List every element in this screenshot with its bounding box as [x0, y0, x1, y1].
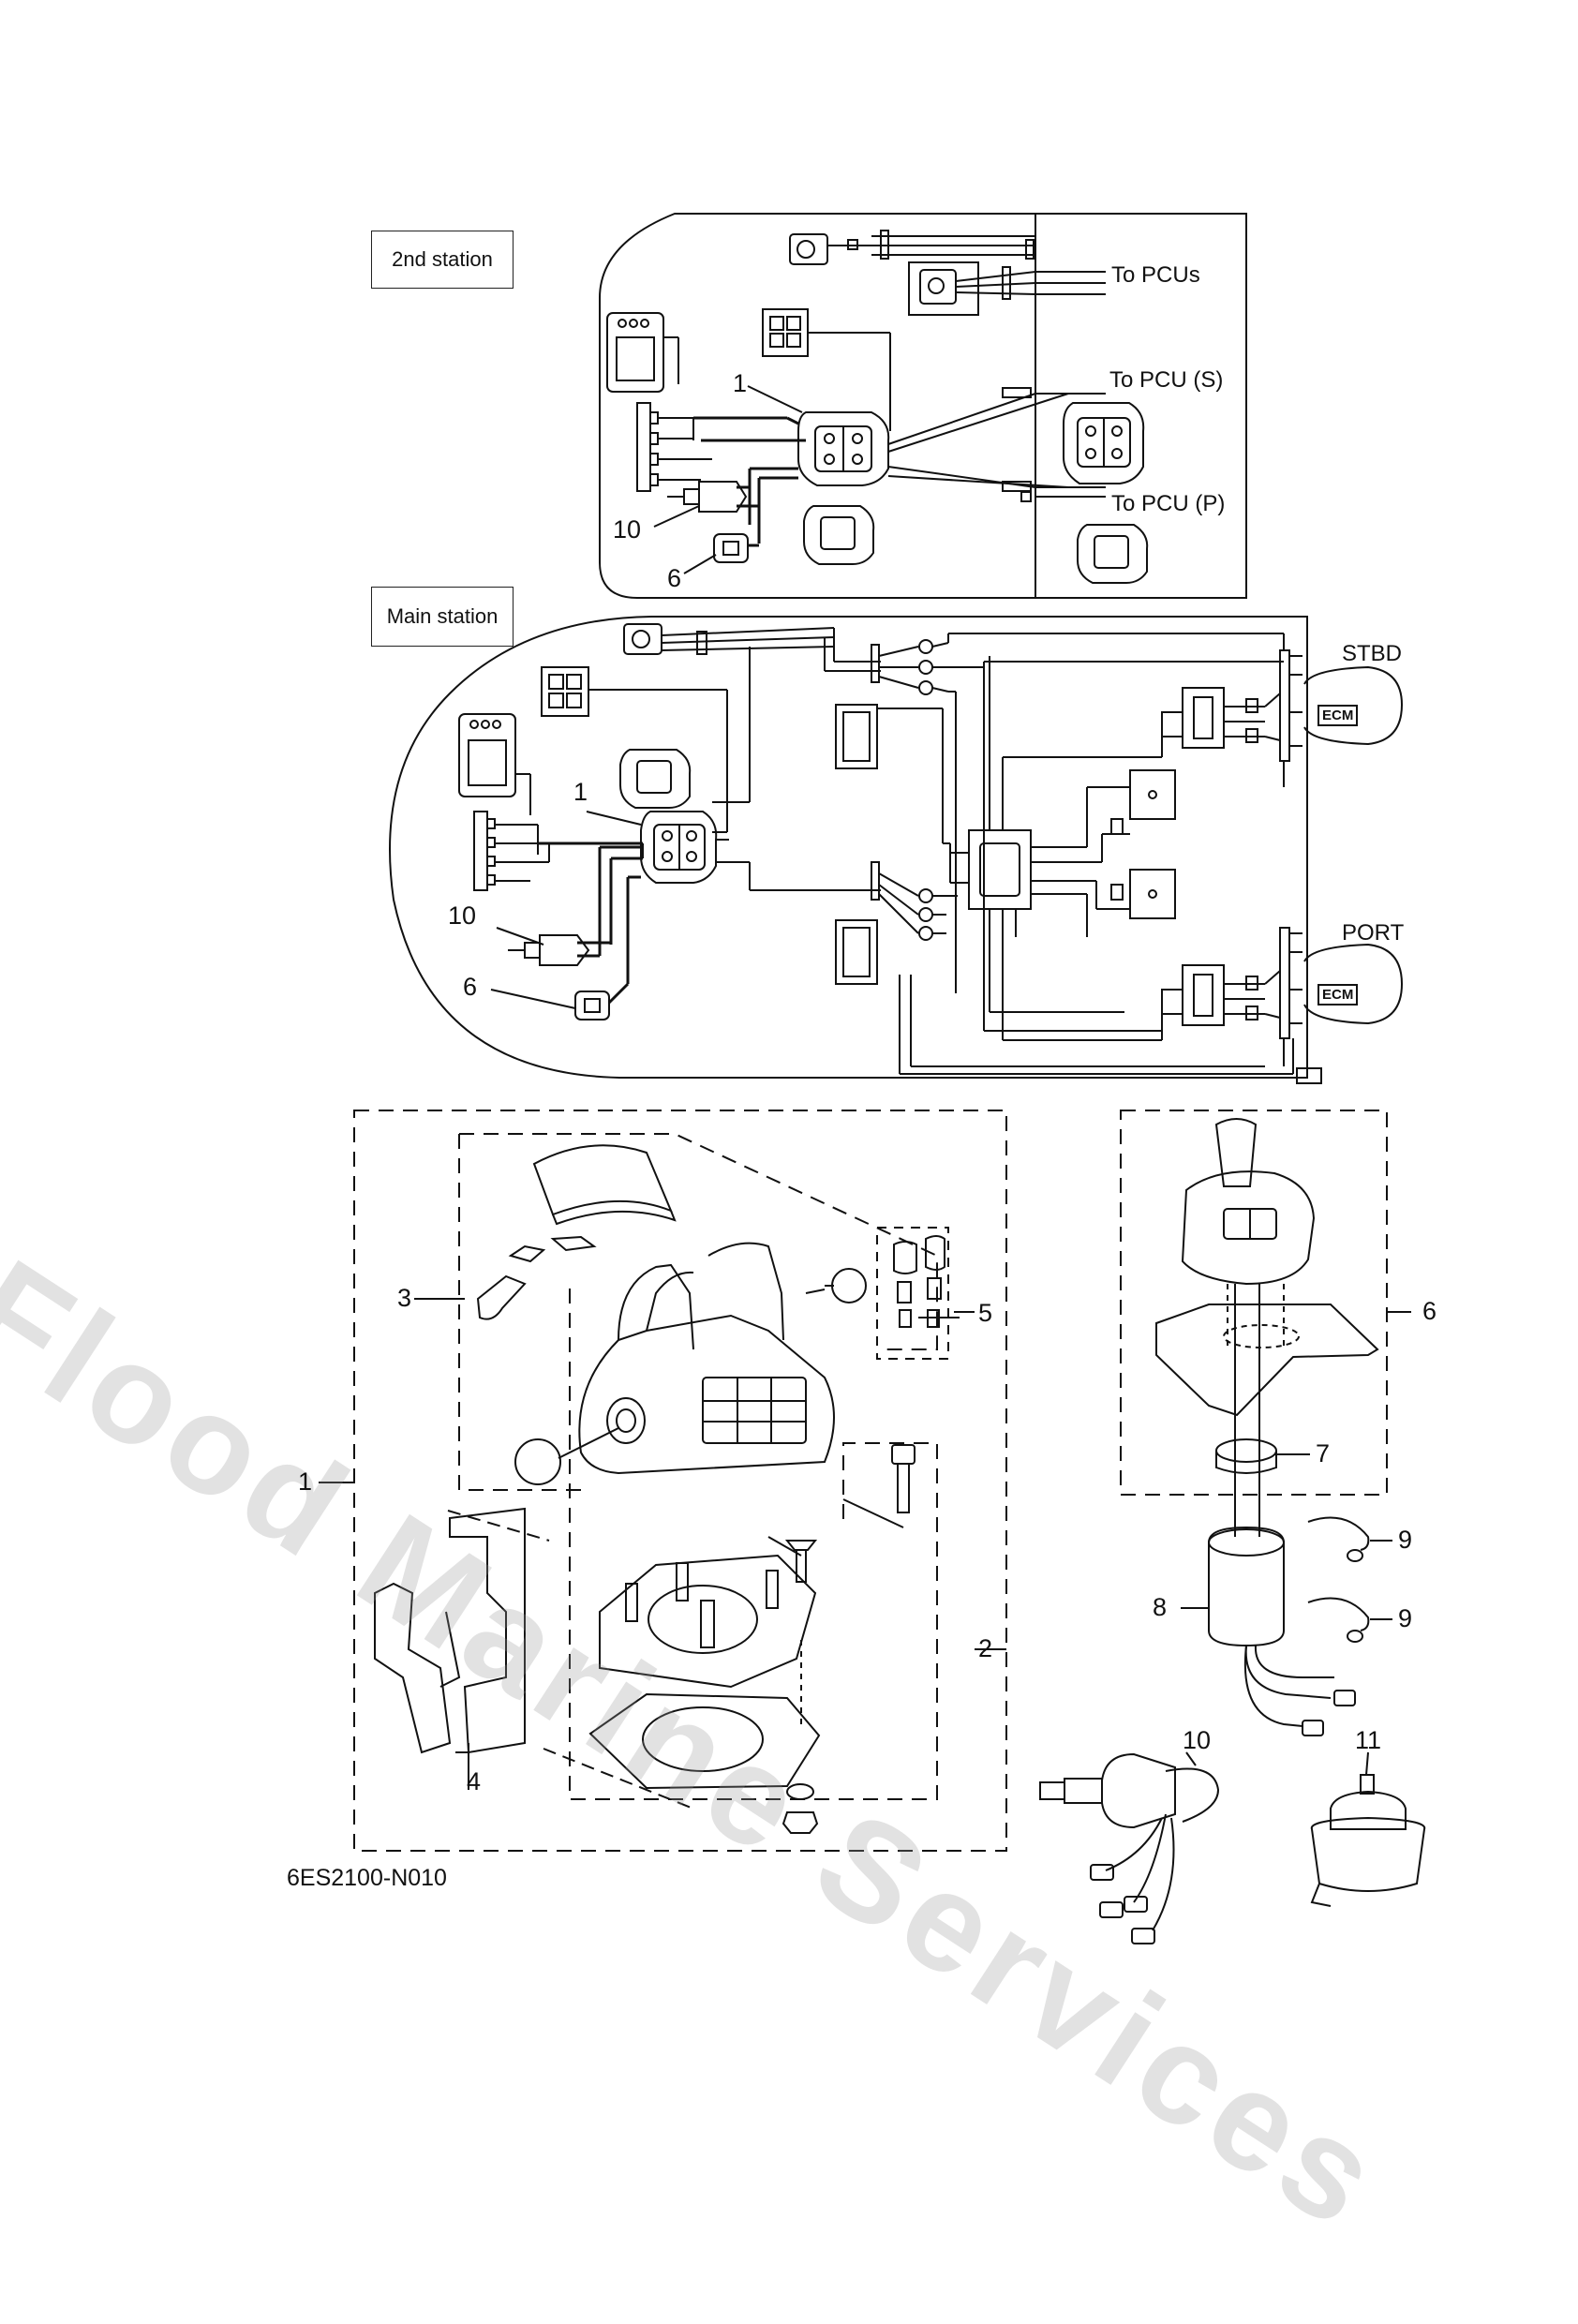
second-station-helm-unit-2: [1077, 524, 1149, 584]
callout-10: 10: [1183, 1726, 1212, 1754]
trim-clip: [476, 1235, 597, 1320]
main-station-outline: [389, 616, 1308, 1079]
callout-1-second-station: 1: [733, 369, 748, 397]
main-station-key-switch: [623, 623, 881, 803]
joystick-assembly-box: [1120, 1110, 1388, 1496]
clip-upper: [1307, 1516, 1370, 1562]
main-station-port-ecm-box: [835, 919, 878, 985]
side-knob: [805, 1268, 867, 1304]
mounting-bolt: [842, 1444, 916, 1528]
main-station-relay-upper: [1110, 769, 1176, 835]
callout-11: 11: [1355, 1726, 1382, 1754]
main-station-remote-control: [598, 811, 881, 984]
main-station-label: Main station: [371, 587, 514, 647]
callout-9-upper: 9: [1398, 1526, 1413, 1554]
port-ecm-label: ECM: [1317, 984, 1359, 1006]
lever-cover: [532, 1144, 677, 1226]
second-station-hub: [636, 402, 768, 492]
joystick: [1181, 1118, 1316, 1286]
joystick-shaft: [1234, 1284, 1260, 1537]
joystick-nut: [1215, 1438, 1277, 1474]
callout-1: 1: [298, 1467, 313, 1496]
callout-6-second-station: 6: [667, 564, 682, 592]
second-station-display: [606, 312, 679, 393]
main-station-display: [458, 713, 531, 815]
actuator-part: [1310, 1774, 1426, 1907]
remote-control-assembly-box: [353, 1110, 1007, 1852]
callout-2: 2: [978, 1634, 993, 1662]
to-pcu-s-label: To PCU (S): [1109, 367, 1224, 393]
main-station-switch-panel: [541, 666, 728, 833]
callout-4: 4: [467, 1767, 482, 1795]
second-station-throttle-sensor: [667, 481, 759, 513]
callout-10-main-station: 10: [448, 901, 477, 930]
callout-6-main-station: 6: [463, 973, 478, 1001]
second-station-label: 2nd station: [371, 231, 514, 289]
joystick-body: [1208, 1526, 1356, 1736]
main-station-helm-unit: [619, 749, 692, 809]
main-station-hub: [473, 811, 643, 891]
to-pcu-p-label: To PCU (P): [1111, 491, 1226, 516]
washer-and-nut: [782, 1783, 819, 1834]
stbd-ecm-outline: [1303, 665, 1404, 746]
port-engine-connector: [1264, 927, 1303, 1066]
main-station-junction-top: [871, 633, 1284, 993]
port-label: PORT: [1342, 920, 1405, 946]
callout-8: 8: [1153, 1593, 1168, 1621]
callout-10-second-station: 10: [613, 515, 642, 544]
stbd-engine-connector: [1264, 649, 1303, 787]
second-station-remote-control: [748, 393, 1069, 544]
main-station-relay-lower: [1096, 869, 1176, 919]
stbd-throttle-actuator: [1161, 687, 1265, 757]
joystick-mounting-plate: [1155, 1284, 1379, 1417]
callout-1-main-station: 1: [573, 778, 588, 806]
second-station-helm-unit: [803, 505, 875, 565]
main-station-junction-bottom: [871, 861, 1293, 1075]
callout-5: 5: [978, 1299, 993, 1327]
callout-7: 7: [1316, 1439, 1331, 1467]
callout-6: 6: [1422, 1297, 1437, 1325]
diagram-code: 6ES2100-N010: [287, 1865, 447, 1891]
throttle-sensor-part: [1039, 1752, 1220, 1944]
port-ecm-outline: [1303, 943, 1404, 1025]
second-station-switch-box: [762, 308, 891, 431]
handle-cover-subassembly-box: [458, 1133, 938, 1491]
second-station-switch-panel: [908, 261, 1106, 316]
stbd-label: STBD: [1342, 641, 1403, 666]
stbd-ecm-label: ECM: [1317, 705, 1359, 726]
clip-lower: [1307, 1597, 1370, 1643]
main-station-stbd-ecm-box: [835, 704, 950, 844]
callout-3: 3: [397, 1284, 412, 1312]
second-station-right-remote: [1002, 387, 1145, 502]
control-housing: [578, 1242, 835, 1475]
second-station-outline: [599, 213, 1247, 599]
main-station-throttle-sensor: [508, 934, 611, 966]
gasket: [588, 1640, 821, 1790]
mounting-plate: [599, 1554, 817, 1689]
to-pcus-label: To PCUs: [1111, 262, 1200, 288]
port-throttle-actuator: [1161, 964, 1265, 1040]
second-station-key-switch: [789, 230, 1035, 265]
callout-9-lower: 9: [1398, 1604, 1413, 1632]
main-station-central-block: [949, 656, 1162, 1041]
housing-subassembly-box: [569, 1289, 938, 1800]
main-station-joystick-base: [574, 982, 630, 1020]
flat-screw: [767, 1536, 818, 1583]
spring-kit-box: [876, 1227, 949, 1360]
spring-set: [893, 1235, 960, 1328]
mounting-bracket: [374, 1507, 526, 1790]
cap-button: [514, 1427, 619, 1485]
second-station-joystick-base: [713, 533, 759, 563]
